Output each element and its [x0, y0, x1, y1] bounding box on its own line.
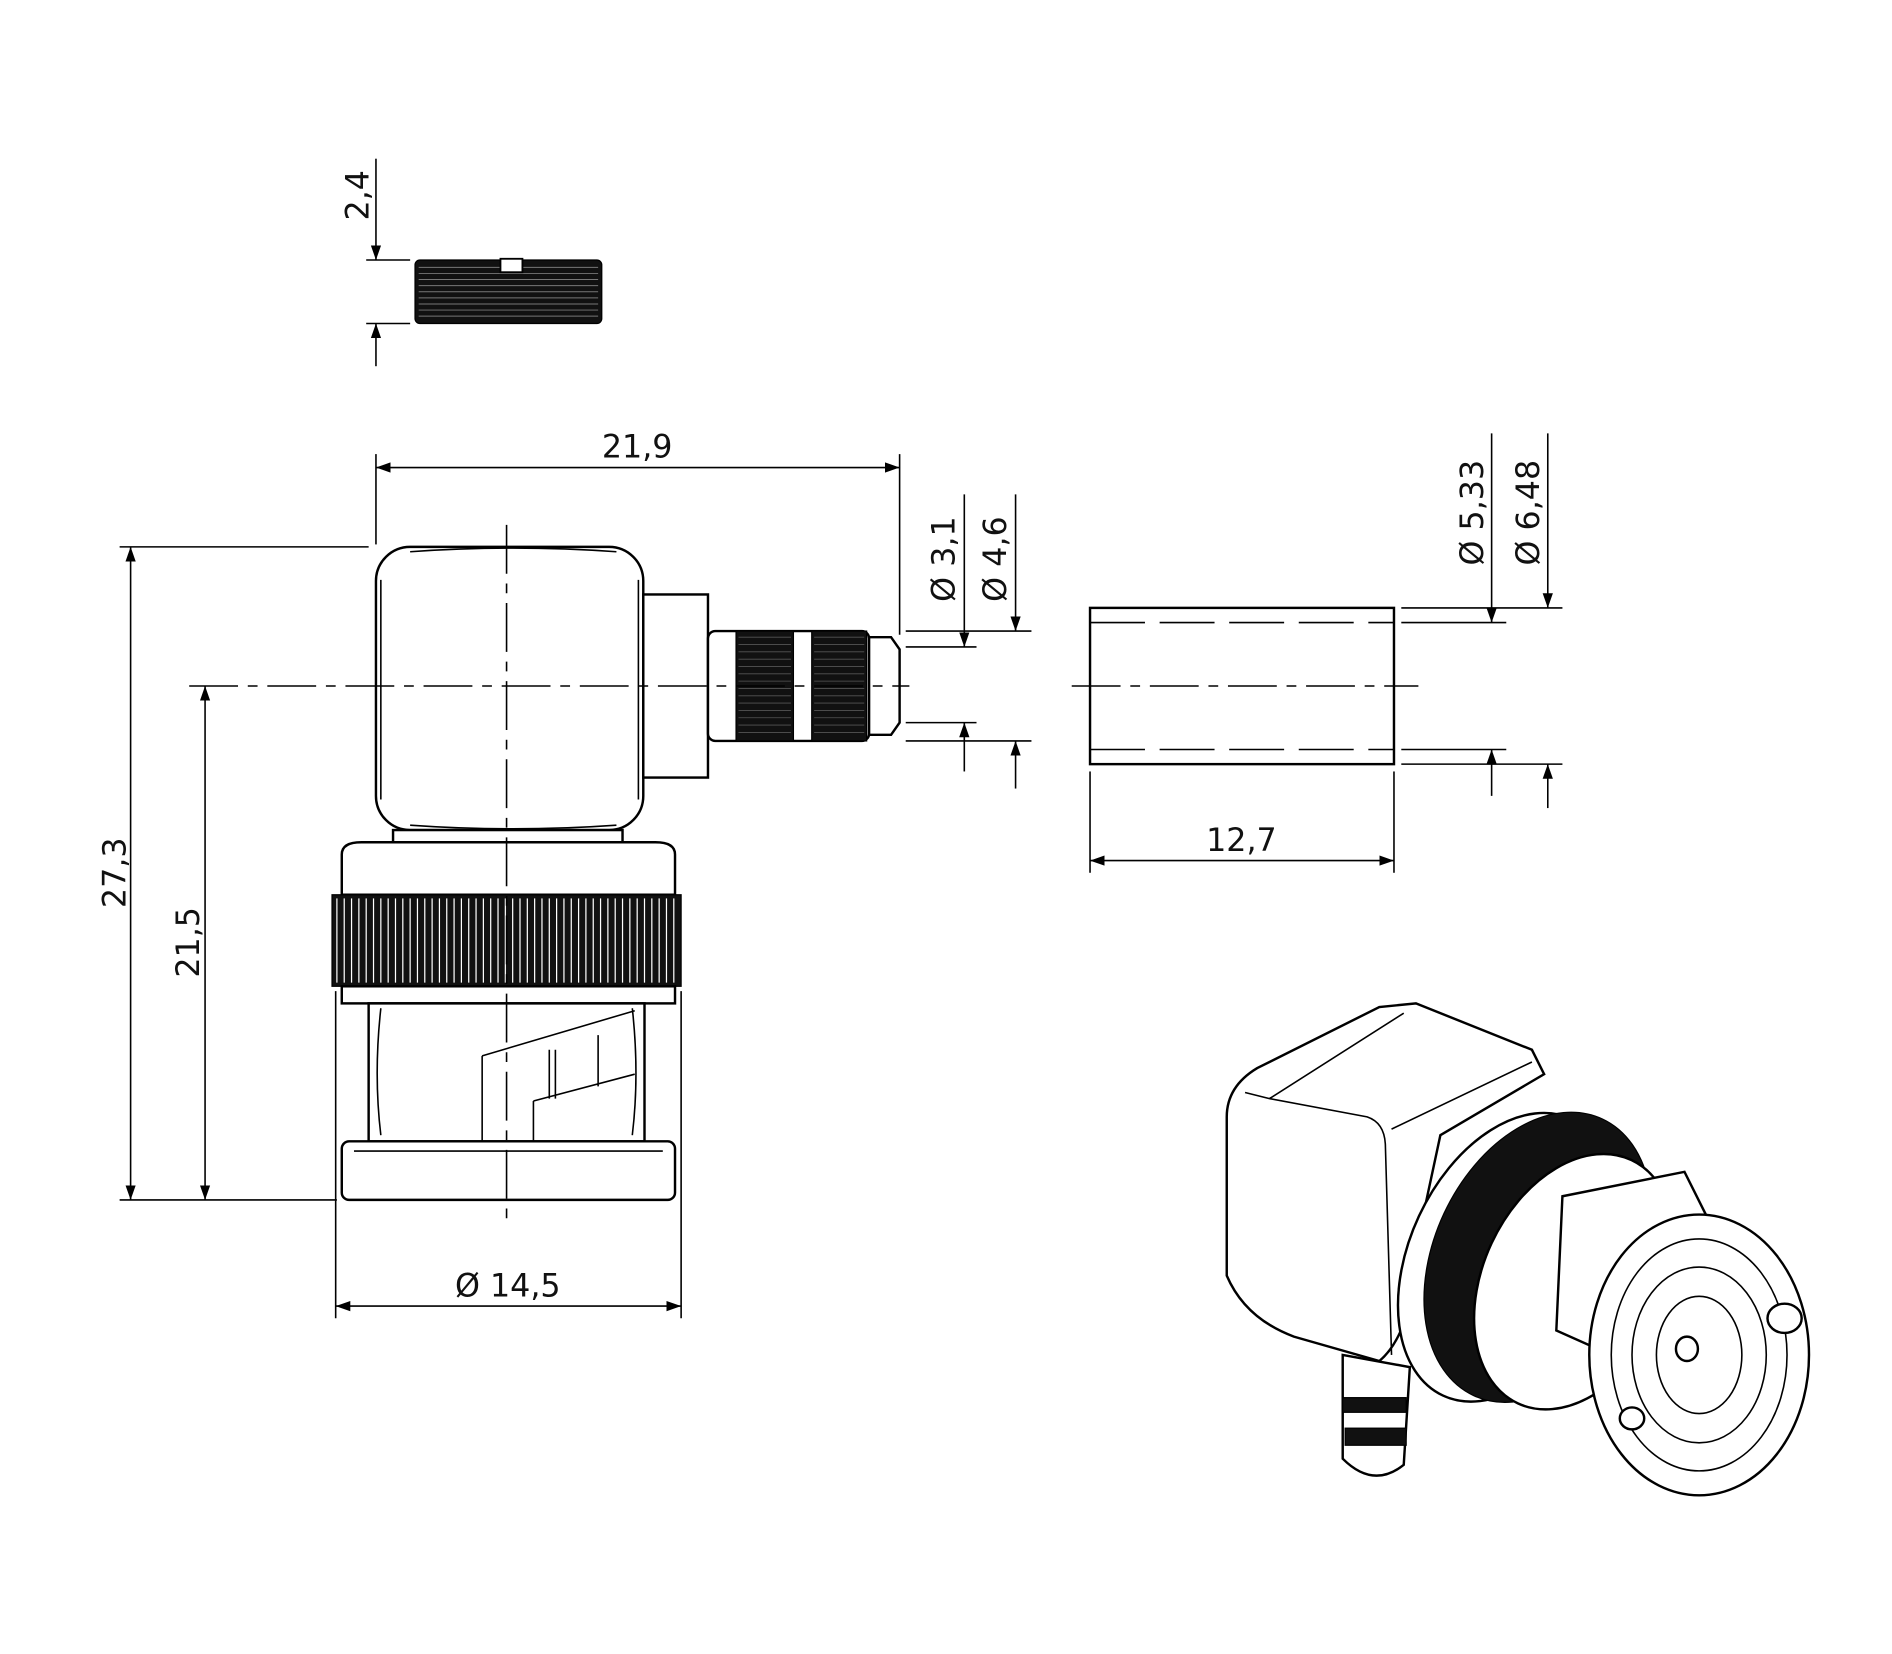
- dim-pin-inner: Ø 3,1: [927, 516, 963, 602]
- dim-pin-outer: Ø 4,6: [978, 516, 1014, 602]
- crimp-ferrule-view: 12,7 Ø 5,33 Ø 6,48: [1071, 433, 1563, 873]
- dim-overall-length: 21,9: [602, 430, 673, 466]
- dim-ferrule-outer: Ø 6,48: [1511, 460, 1547, 566]
- slotted-nut-view: 2,4: [341, 158, 603, 367]
- dim-ferrule-length: 12,7: [1206, 823, 1277, 859]
- dim-overall-height: 27,3: [98, 837, 134, 908]
- side-view-dimensions: 21,9 27,3 21,5 Ø 3,1 Ø 4,6 Ø 14,5: [98, 430, 1032, 1319]
- dim-nut-thickness: 2,4: [341, 170, 377, 220]
- connector-isometric-view: [1225, 1002, 1811, 1497]
- dim-ferrule-inner: Ø 5,33: [1455, 460, 1491, 566]
- dim-body-diameter: Ø 14,5: [455, 1268, 561, 1304]
- connector-side-view: [189, 524, 910, 1227]
- dim-axis-height: 21,5: [171, 907, 207, 978]
